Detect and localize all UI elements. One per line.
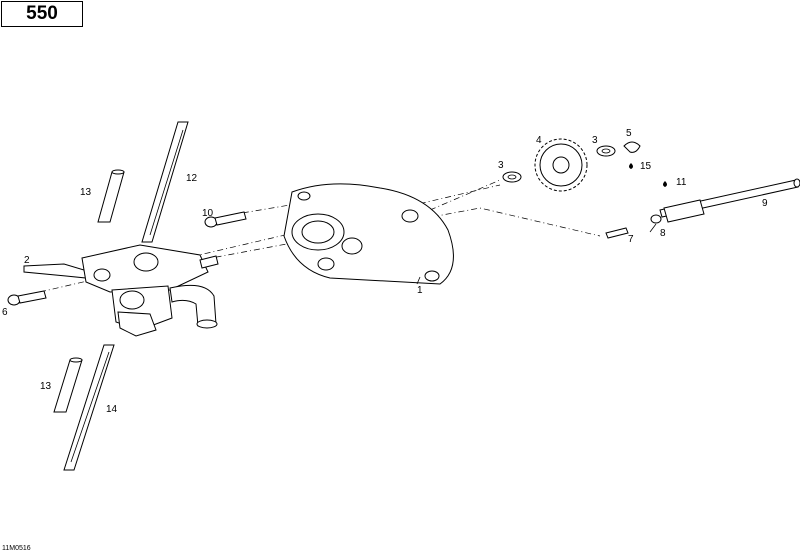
callout-8: 8: [660, 228, 666, 239]
bolt-6: [7, 290, 47, 306]
shaft-axis-line: [189, 207, 601, 263]
model-label: 550: [1, 1, 83, 27]
callout-3: 3: [592, 135, 598, 146]
gear-4: [534, 138, 588, 192]
callout-14: 14: [106, 404, 118, 415]
pin-7: [605, 227, 629, 239]
callout-7: 7: [628, 234, 634, 245]
housing-cover-1: [283, 183, 454, 285]
callout-5: 5: [626, 128, 632, 139]
tube-12: [141, 121, 189, 243]
callout-3: 3: [498, 160, 504, 171]
tube-13-bottom: [53, 357, 83, 413]
callout-9: 9: [762, 198, 768, 209]
callout-12: 12: [186, 173, 198, 184]
callout-10: 10: [202, 208, 214, 219]
callout-13: 13: [40, 381, 52, 392]
washer-3b: [596, 145, 616, 157]
callout-11: 11: [676, 177, 687, 188]
gear-axis-line: [429, 179, 501, 211]
washer-3a: [502, 171, 522, 183]
adhesive-drop-icon: [663, 181, 667, 187]
callout-13: 13: [80, 187, 92, 198]
callout-6: 6: [2, 307, 8, 318]
circlip-5: [623, 141, 641, 153]
adhesive-drop-icon: [629, 163, 633, 169]
oil-pump-assembly: [23, 244, 219, 337]
callout-1: 1: [417, 285, 423, 296]
tube-13-top: [97, 169, 125, 223]
bolt-10: [204, 211, 247, 228]
washer-8: [650, 214, 662, 224]
bolt-10-axis-line: [229, 204, 291, 216]
callout-15: 15: [640, 161, 652, 172]
callout-4: 4: [536, 135, 542, 146]
tube-14: [63, 344, 115, 471]
callout-2: 2: [24, 255, 30, 266]
shaft-9: [659, 178, 800, 223]
figure-reference: 11M0516: [2, 545, 31, 552]
